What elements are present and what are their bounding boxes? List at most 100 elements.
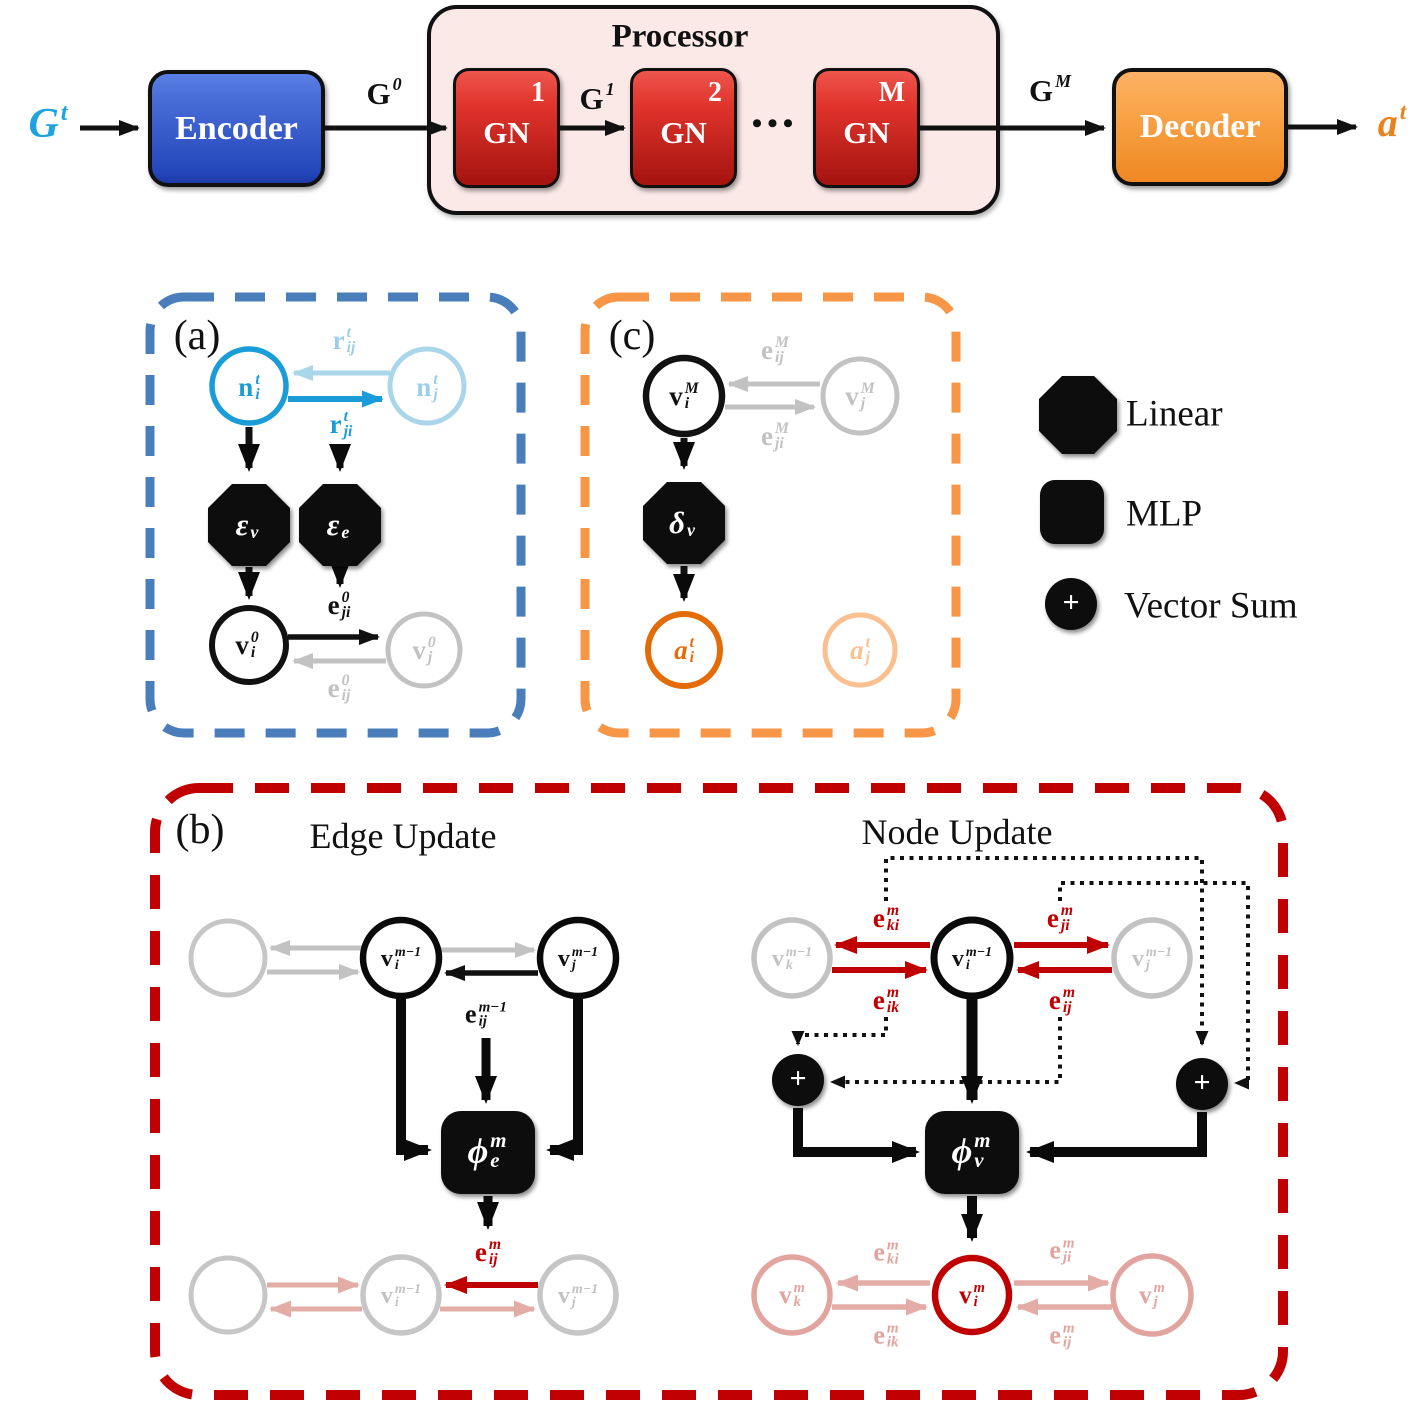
math-sub: j	[1153, 1294, 1158, 1310]
vector-sum-right-plus: +	[1193, 1066, 1211, 1099]
math-base: v	[380, 1283, 393, 1309]
math-sup: M	[775, 334, 789, 352]
math-sup: m	[1153, 1280, 1165, 1297]
math-sup: m	[973, 1280, 985, 1297]
math-sup: m	[886, 984, 900, 1002]
edge-update-vj-to-phi	[546, 997, 583, 1161]
legend-vector-sum-label: Vector Sum	[1124, 585, 1298, 627]
math-base: v	[959, 1282, 972, 1310]
math-base: n	[238, 372, 254, 403]
gn-sup: 2	[708, 77, 722, 108]
math-sub: ij	[775, 349, 784, 366]
dotted-path-e-ji-to-right-sum	[1058, 881, 1250, 1090]
math-scripts: 1​	[606, 80, 615, 115]
panel-c-tag: (c)	[608, 313, 656, 359]
math-scripts: t​	[60, 98, 68, 147]
node-update-v-i-next-node	[931, 1254, 1013, 1336]
math-sup: m−1	[965, 944, 993, 960]
math-sup: t	[343, 408, 348, 426]
legend-mlp-label: MLP	[1126, 493, 1203, 535]
math-sup: m−1	[571, 944, 599, 960]
math-base: v	[235, 630, 249, 661]
math-sup: m−1	[1145, 944, 1173, 960]
math-sub: j	[571, 958, 576, 973]
legend-vector-sum-icon	[1045, 578, 1097, 630]
math-base: v	[1131, 946, 1144, 972]
math-sup: m	[1060, 902, 1074, 920]
math-base: G	[28, 101, 59, 147]
math-base: v	[845, 381, 859, 412]
vector-sum-left-plus: +	[789, 1062, 807, 1095]
math-sub: j	[433, 386, 438, 403]
processor-title: Processor	[611, 18, 749, 55]
panel-b-border	[150, 783, 1288, 1400]
math-sub: ij	[1062, 1335, 1072, 1351]
math-base: v	[557, 946, 570, 972]
edge-update-neighbor-node	[188, 918, 268, 998]
dotted-path-e-ik-to-left-sum	[791, 1017, 888, 1046]
math-sub: ki	[886, 1252, 899, 1268]
node-n-i	[209, 346, 289, 426]
vector-sum-right	[1176, 1058, 1228, 1110]
edge-update-v-i-node	[359, 916, 443, 1000]
mlp-phi-v-box	[925, 1111, 1019, 1194]
math-sub: j	[571, 1295, 576, 1310]
math-sub: i	[255, 386, 260, 403]
math-base: a	[1377, 100, 1398, 145]
math-sup: m−1	[785, 944, 813, 960]
math-sub: ​	[606, 98, 615, 115]
math-sub: j	[860, 395, 866, 412]
math-sup: m	[886, 902, 900, 920]
math-base: a	[674, 635, 688, 666]
math-sub: i	[394, 958, 399, 973]
math-sub: k	[793, 1294, 801, 1310]
math-sup: M	[684, 380, 699, 398]
node-update-v-i-node	[930, 916, 1014, 1000]
math-sub: ji	[341, 604, 351, 621]
math-sup: m	[886, 1237, 899, 1254]
edge-update-faded-v-i-node	[360, 1254, 442, 1336]
node-v-i0	[209, 605, 289, 685]
math-sub: i	[965, 958, 970, 973]
math-sub: ​	[393, 93, 402, 110]
math-sup: m−1	[394, 944, 422, 960]
math-sup: t	[60, 98, 68, 126]
math-sub: v	[686, 520, 695, 540]
output-a-label: at​	[1377, 100, 1406, 145]
math-base: e	[1046, 903, 1059, 934]
math-sub: j	[427, 649, 433, 666]
math-scripts: ​v	[687, 505, 695, 539]
math-sub: ij	[488, 1251, 498, 1268]
input-graph-label: Gt​	[28, 98, 68, 147]
math-sub: ij	[341, 687, 351, 704]
gm-label: GM​	[1029, 72, 1071, 107]
gn-label: GN	[843, 115, 890, 150]
math-scripts: M​	[1055, 72, 1071, 107]
